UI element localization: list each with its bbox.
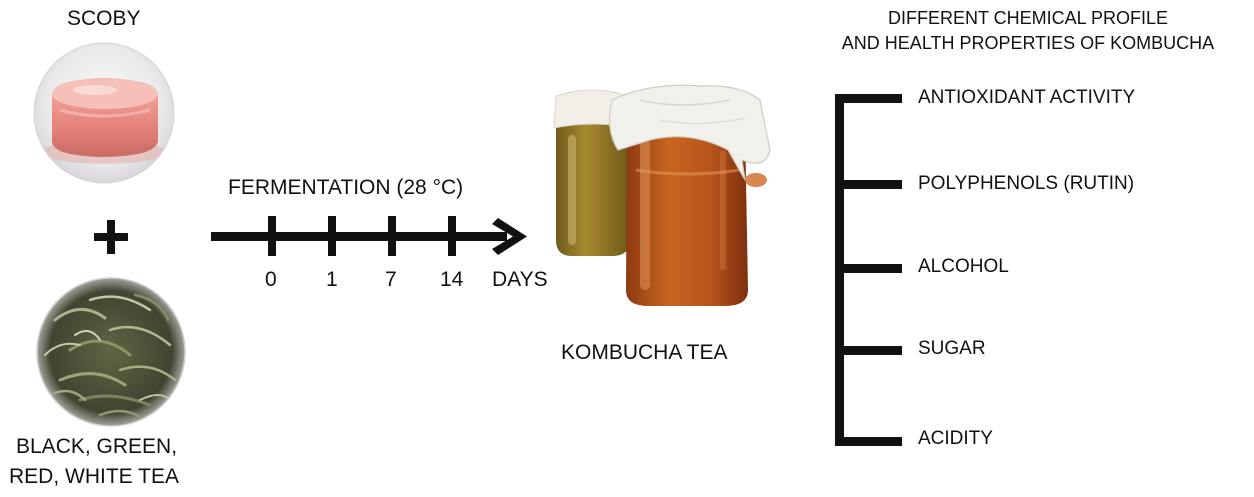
tick-day-0 xyxy=(268,216,276,256)
timepoint-1: 1 xyxy=(326,268,338,291)
tea-leaves-image xyxy=(37,278,185,426)
branch-acidity xyxy=(835,437,902,446)
tick-day-7 xyxy=(388,216,396,256)
timepoint-0: 0 xyxy=(265,268,277,291)
branch-sugar xyxy=(835,346,902,355)
tea-label-line2: RED, WHITE TEA xyxy=(9,465,179,488)
plus-icon xyxy=(94,220,128,254)
outcomes-title-line2: AND HEALTH PROPERTIES OF KOMBUCHA xyxy=(841,33,1215,53)
outcome-alcohol: ALCOHOL xyxy=(918,256,1009,277)
outcomes-bracket xyxy=(835,94,902,446)
tick-day-14 xyxy=(448,216,456,256)
timepoint-14: 14 xyxy=(440,268,464,291)
fermentation-timeline-arrow xyxy=(211,216,527,256)
branch-antioxidant xyxy=(835,94,902,103)
outcome-polyphenols: POLYPHENOLS (RUTIN) xyxy=(918,173,1135,194)
outcome-antioxidant-activity: ANTIOXIDANT ACTIVITY xyxy=(918,87,1136,108)
outcome-acidity: ACIDITY xyxy=(918,428,993,449)
outcome-sugar: SUGAR xyxy=(918,338,986,359)
tea-label-line1: BLACK, GREEN, xyxy=(16,435,178,458)
branch-polyphenols xyxy=(835,180,902,189)
outcomes-title-line1: DIFFERENT CHEMICAL PROFILE xyxy=(887,8,1169,28)
kombucha-tea-label: KOMBUCHA TEA xyxy=(561,341,728,364)
days-unit-label: DAYS xyxy=(492,268,548,291)
fermentation-label: FERMENTATION (28 °C) xyxy=(228,176,464,199)
branch-alcohol xyxy=(835,264,902,273)
timepoint-7: 7 xyxy=(385,268,397,291)
tick-day-1 xyxy=(328,216,336,256)
scoby-image xyxy=(34,43,174,183)
kombucha-jars-image xyxy=(553,84,771,306)
scoby-label: SCOBY xyxy=(67,7,141,30)
